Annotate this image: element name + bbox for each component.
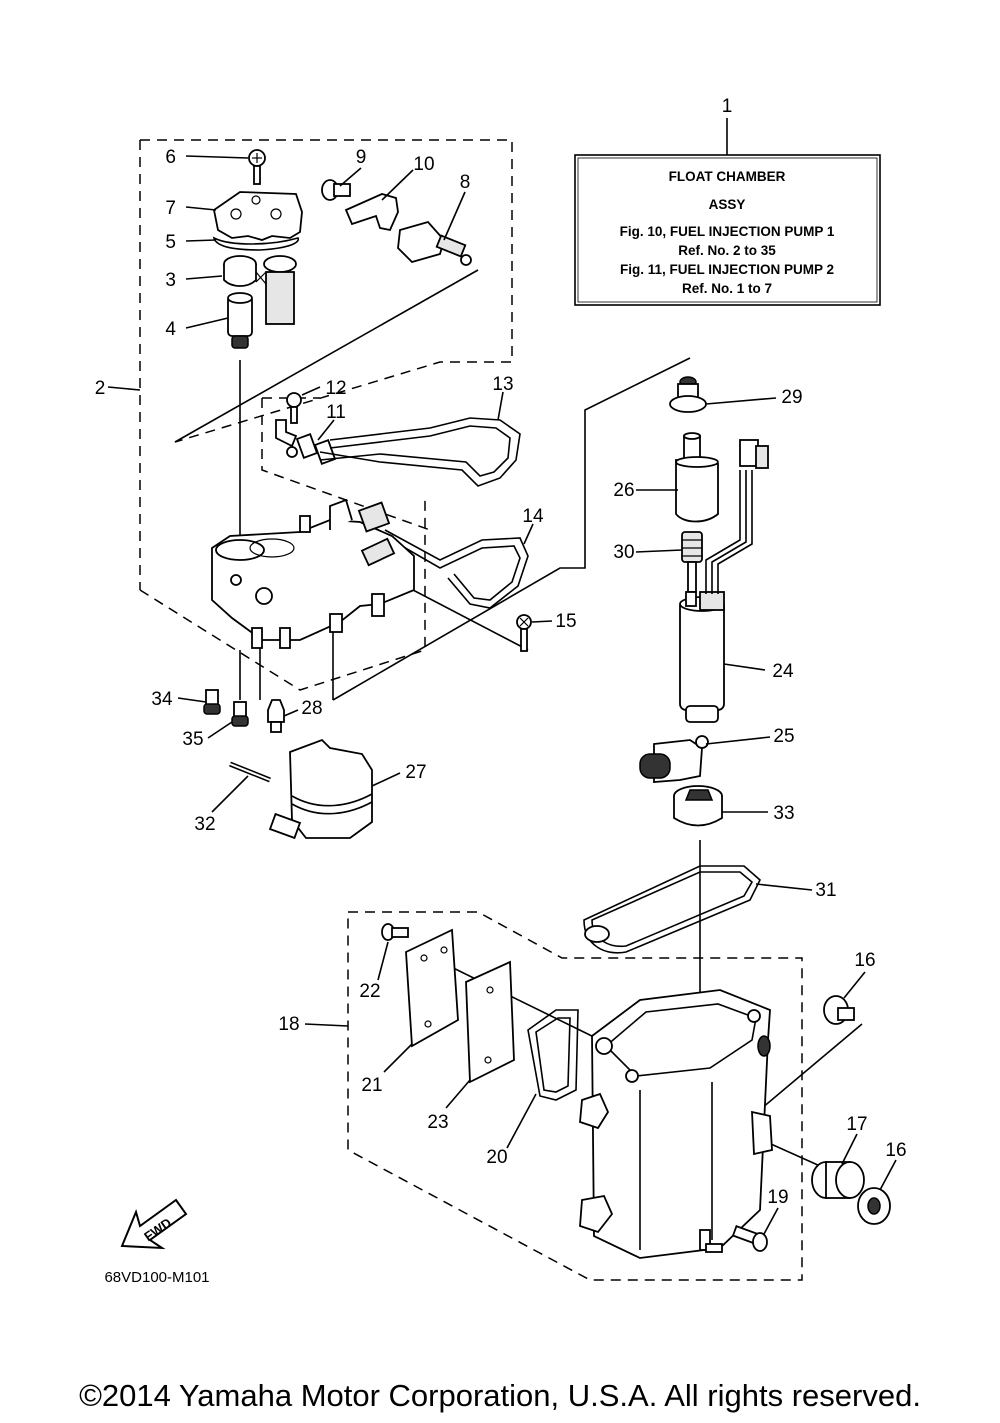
info-box: 1 FLOAT CHAMBER ASSY Fig. 10, FUEL INJEC… [574, 96, 881, 306]
callout-18: 18 [278, 1014, 299, 1035]
callout-1: 1 [722, 96, 733, 117]
part-27-cover [268, 738, 373, 840]
part-22-screw [381, 923, 409, 941]
callout-16-lower: 16 [885, 1140, 906, 1161]
callout-20: 20 [486, 1147, 507, 1168]
callout-27: 27 [405, 762, 426, 783]
info-ref11: Ref. No. 1 to 7 [682, 281, 772, 296]
part-35-screw [231, 701, 249, 727]
copyright-notice: ©2014 Yamaha Motor Corporation, U.S.A. A… [79, 1378, 921, 1413]
callout-23: 23 [427, 1112, 448, 1133]
part-17-grommet [811, 1161, 865, 1199]
part-31-gasket [583, 865, 761, 954]
callout-21: 21 [361, 1075, 382, 1096]
part-19-screw [731, 1225, 768, 1252]
callout-14: 14 [522, 506, 544, 527]
part-11-fitting [275, 419, 337, 465]
callout-5: 5 [165, 232, 176, 253]
callout-3: 3 [165, 270, 176, 291]
callout-4: 4 [165, 319, 176, 340]
callout-24: 24 [772, 661, 794, 682]
info-fig10: Fig. 10, FUEL INJECTION PUMP 1 [620, 224, 835, 239]
callout-16-upper: 16 [854, 950, 875, 971]
part-18-float-chamber-body [579, 989, 773, 1259]
group-outlines [139, 139, 803, 1281]
drawing-code: 68VD100-M101 [104, 1269, 209, 1286]
part-33-retainer [673, 785, 723, 827]
part-4-needle [227, 292, 253, 349]
part-8-sensor [397, 220, 472, 266]
callout-28: 28 [301, 698, 322, 719]
callout-leaders [107, 155, 897, 1235]
part-29-grommet [669, 376, 707, 413]
callout-7: 7 [165, 198, 176, 219]
part-3-filter [223, 255, 297, 325]
callout-33: 33 [773, 803, 794, 824]
part-2-float-chamber [211, 498, 415, 649]
part-16-plug-upper [823, 995, 855, 1025]
callout-32: 32 [194, 814, 215, 835]
part-25-connector [639, 735, 709, 783]
part-10-bracket [344, 193, 399, 232]
part-6-screw [248, 149, 266, 185]
part-26-holder [675, 432, 719, 523]
callout-31: 31 [815, 880, 836, 901]
part-34-screw [203, 689, 221, 715]
callout-30: 30 [613, 542, 634, 563]
callout-9: 9 [356, 147, 367, 168]
callout-6: 6 [165, 147, 176, 168]
part-21-plate [405, 928, 459, 1048]
callout-19: 19 [767, 1187, 788, 1208]
part-13-hose [319, 417, 521, 487]
part-24-fuel-pump [679, 439, 769, 723]
callout-11: 11 [326, 402, 346, 423]
callout-29: 29 [781, 387, 802, 408]
info-subtitle: ASSY [709, 197, 746, 212]
info-fig11: Fig. 11, FUEL INJECTION PUMP 2 [620, 262, 834, 277]
callout-15: 15 [555, 611, 576, 632]
info-title: FLOAT CHAMBER [669, 169, 786, 184]
part-7-cover [213, 191, 303, 241]
part-23-gasket [465, 960, 515, 1084]
part-14-hose [384, 529, 529, 609]
callout-35: 35 [182, 729, 203, 750]
part-15-screw [516, 614, 532, 652]
callout-8: 8 [460, 172, 471, 193]
callout-numbers: 6 7 5 3 4 9 10 8 2 12 11 13 14 15 34 35 … [95, 147, 907, 1208]
part-5-gasket [212, 236, 300, 251]
callout-34: 34 [151, 689, 173, 710]
part-28-valve [267, 699, 285, 733]
info-ref10: Ref. No. 2 to 35 [678, 243, 776, 258]
callout-25: 25 [773, 726, 794, 747]
part-20-gasket [527, 1009, 579, 1101]
callout-10: 10 [413, 154, 434, 175]
callout-13: 13 [492, 374, 513, 395]
part-30-damper [681, 531, 703, 593]
fwd-arrow: FWD [120, 1198, 188, 1250]
part-9-screw [321, 179, 351, 201]
callout-22: 22 [359, 981, 380, 1002]
callout-2: 2 [95, 378, 106, 399]
part-16-plug-lower [857, 1187, 891, 1225]
callout-26: 26 [613, 480, 634, 501]
part-12-bolt [286, 392, 302, 424]
callout-12: 12 [325, 378, 346, 399]
part-32-pin [229, 761, 271, 783]
callout-17: 17 [846, 1114, 867, 1135]
